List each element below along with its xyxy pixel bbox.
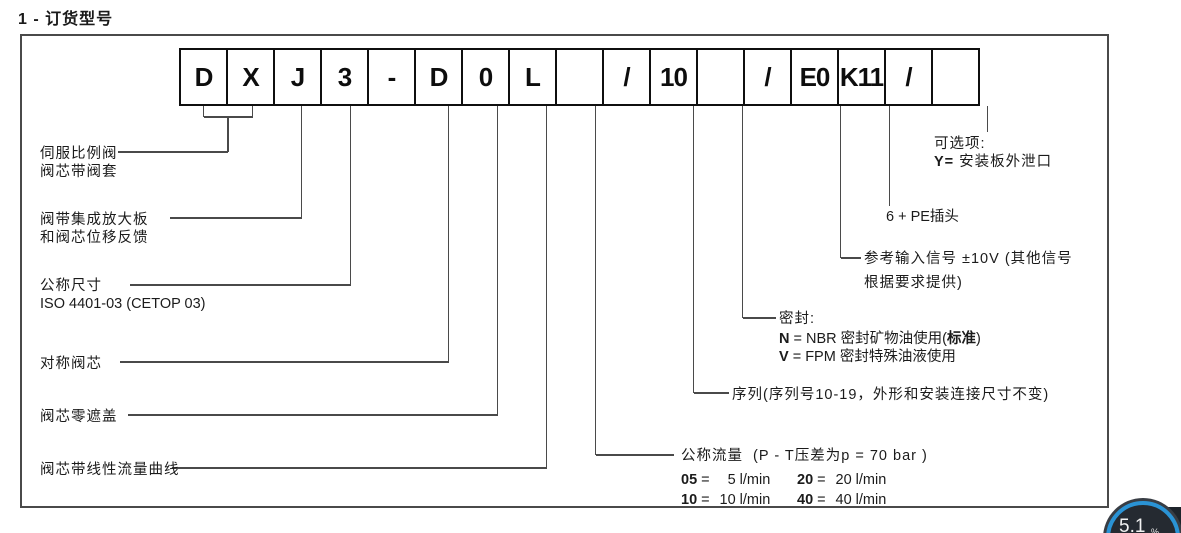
- label-seals-n: N = NBR 密封矿物油使用(标准): [779, 330, 981, 348]
- label-size-line2: ISO 4401-03 (CETOP 03): [40, 296, 206, 312]
- flow-code-40: 40: [797, 492, 814, 508]
- code-cell-6-0: 0: [461, 48, 510, 106]
- connector-line: [840, 257, 861, 259]
- code-cell-4--: -: [367, 48, 416, 106]
- code-cell-2-J: J: [273, 48, 322, 106]
- code-cell-3-3: 3: [320, 48, 369, 106]
- option-y-code: Y=: [934, 154, 955, 170]
- connector-line: [251, 106, 254, 117]
- connector-line: [170, 217, 302, 219]
- label-size-line1: 公称尺寸: [40, 278, 102, 294]
- connector-line: [888, 106, 891, 206]
- label-linear-flow: 阀芯带线性流量曲线: [40, 462, 180, 478]
- code-cell-7-L: L: [508, 48, 557, 106]
- label-servo-valve-line1: 伺服比例阀: [40, 146, 118, 162]
- label-servo-valve-line2: 阀芯带阀套: [40, 164, 118, 180]
- flow-eq: =: [813, 472, 830, 488]
- flow-unit: l/min: [855, 492, 887, 508]
- code-cell-15-/: /: [884, 48, 933, 106]
- connector-line: [692, 106, 695, 393]
- seal-v-code: V: [779, 349, 789, 365]
- code-cell-5-D: D: [414, 48, 463, 106]
- connector-line: [118, 151, 228, 153]
- label-signal-line1: 参考输入信号 ±10V (其他信号: [864, 251, 1073, 267]
- label-amplifier-line2: 和阀芯位移反馈: [40, 230, 149, 246]
- code-cell-14-K11: K11: [837, 48, 886, 106]
- badge-value: 5.1: [1119, 516, 1146, 533]
- ordering-code-box: [20, 34, 1109, 508]
- label-seals-v: V = FPM 密封特殊油液使用: [779, 348, 956, 366]
- connector-line: [741, 106, 744, 318]
- label-flow-title: 公称流量 (P - T压差为p = 70 bar ): [681, 448, 928, 464]
- connector-line: [496, 106, 499, 415]
- flow-eq: =: [697, 492, 714, 508]
- code-cell-12-/: /: [743, 48, 792, 106]
- flow-eq: =: [813, 492, 830, 508]
- connector-line: [447, 106, 450, 362]
- code-cell-0-D: D: [179, 48, 228, 106]
- label-plug: 6 + PE插头: [886, 209, 959, 225]
- option-y-desc: 安装板外泄口: [954, 154, 1053, 170]
- code-cell-9-/: /: [602, 48, 651, 106]
- connector-line: [595, 454, 674, 456]
- flow-value-20: 20: [835, 472, 852, 488]
- label-symmetric-spool: 对称阀芯: [40, 356, 102, 372]
- connector-line: [227, 117, 229, 152]
- label-options-title: 可选项:: [934, 136, 986, 152]
- connector-line: [349, 106, 352, 285]
- seal-n-code: N: [779, 331, 790, 347]
- connector-line: [594, 106, 597, 455]
- code-cell-16: [931, 48, 980, 106]
- label-amplifier-line1: 阀带集成放大板: [40, 212, 149, 228]
- connector-line: [172, 467, 547, 469]
- connector-line: [986, 106, 989, 132]
- connector-line: [202, 106, 205, 117]
- connector-line: [300, 106, 303, 218]
- label-series: 序列(序列号10-19，外形和安装连接尺寸不变): [732, 387, 1050, 403]
- code-cell-13-E0: E0: [790, 48, 839, 106]
- code-cell-11: [696, 48, 745, 106]
- connector-line: [742, 317, 776, 319]
- seal-n-close: ): [975, 331, 981, 347]
- connector-line: [693, 392, 729, 394]
- label-seals-title: 密封:: [779, 311, 816, 327]
- flow-unit: l/min: [739, 472, 771, 488]
- percent-badge[interactable]: 5.1 %: [1106, 501, 1180, 533]
- flow-unit: l/min: [855, 472, 887, 488]
- connector-line: [120, 361, 449, 363]
- flow-unit: l/min: [739, 492, 771, 508]
- code-cell-8: [555, 48, 604, 106]
- code-cell-1-X: X: [226, 48, 275, 106]
- flow-value-10: 10: [719, 492, 736, 508]
- code-cell-10-10: 10: [649, 48, 698, 106]
- flow-code-10: 10: [681, 492, 698, 508]
- flow-value-40: 40: [835, 492, 852, 508]
- flow-code-05: 05: [681, 472, 698, 488]
- seal-n-std: 标准: [946, 331, 976, 347]
- flow-eq: =: [697, 472, 714, 488]
- flow-code-20: 20: [797, 472, 814, 488]
- connector-line: [130, 284, 351, 286]
- connector-line: [545, 106, 548, 468]
- label-options-y: Y= 安装板外泄口: [934, 153, 1052, 171]
- flow-value-05: 5: [727, 472, 736, 488]
- percent-icon: %: [1151, 527, 1160, 533]
- seal-n-text: = NBR 密封矿物油使用(: [789, 331, 947, 347]
- label-signal-line2: 根据要求提供): [864, 275, 963, 291]
- label-zero-overlap: 阀芯零遮盖: [40, 409, 118, 425]
- section-title: 1 - 订货型号: [18, 11, 114, 28]
- seal-v-text: = FPM 密封特殊油液使用: [788, 349, 956, 365]
- connector-line: [839, 106, 842, 258]
- connector-line: [128, 414, 498, 416]
